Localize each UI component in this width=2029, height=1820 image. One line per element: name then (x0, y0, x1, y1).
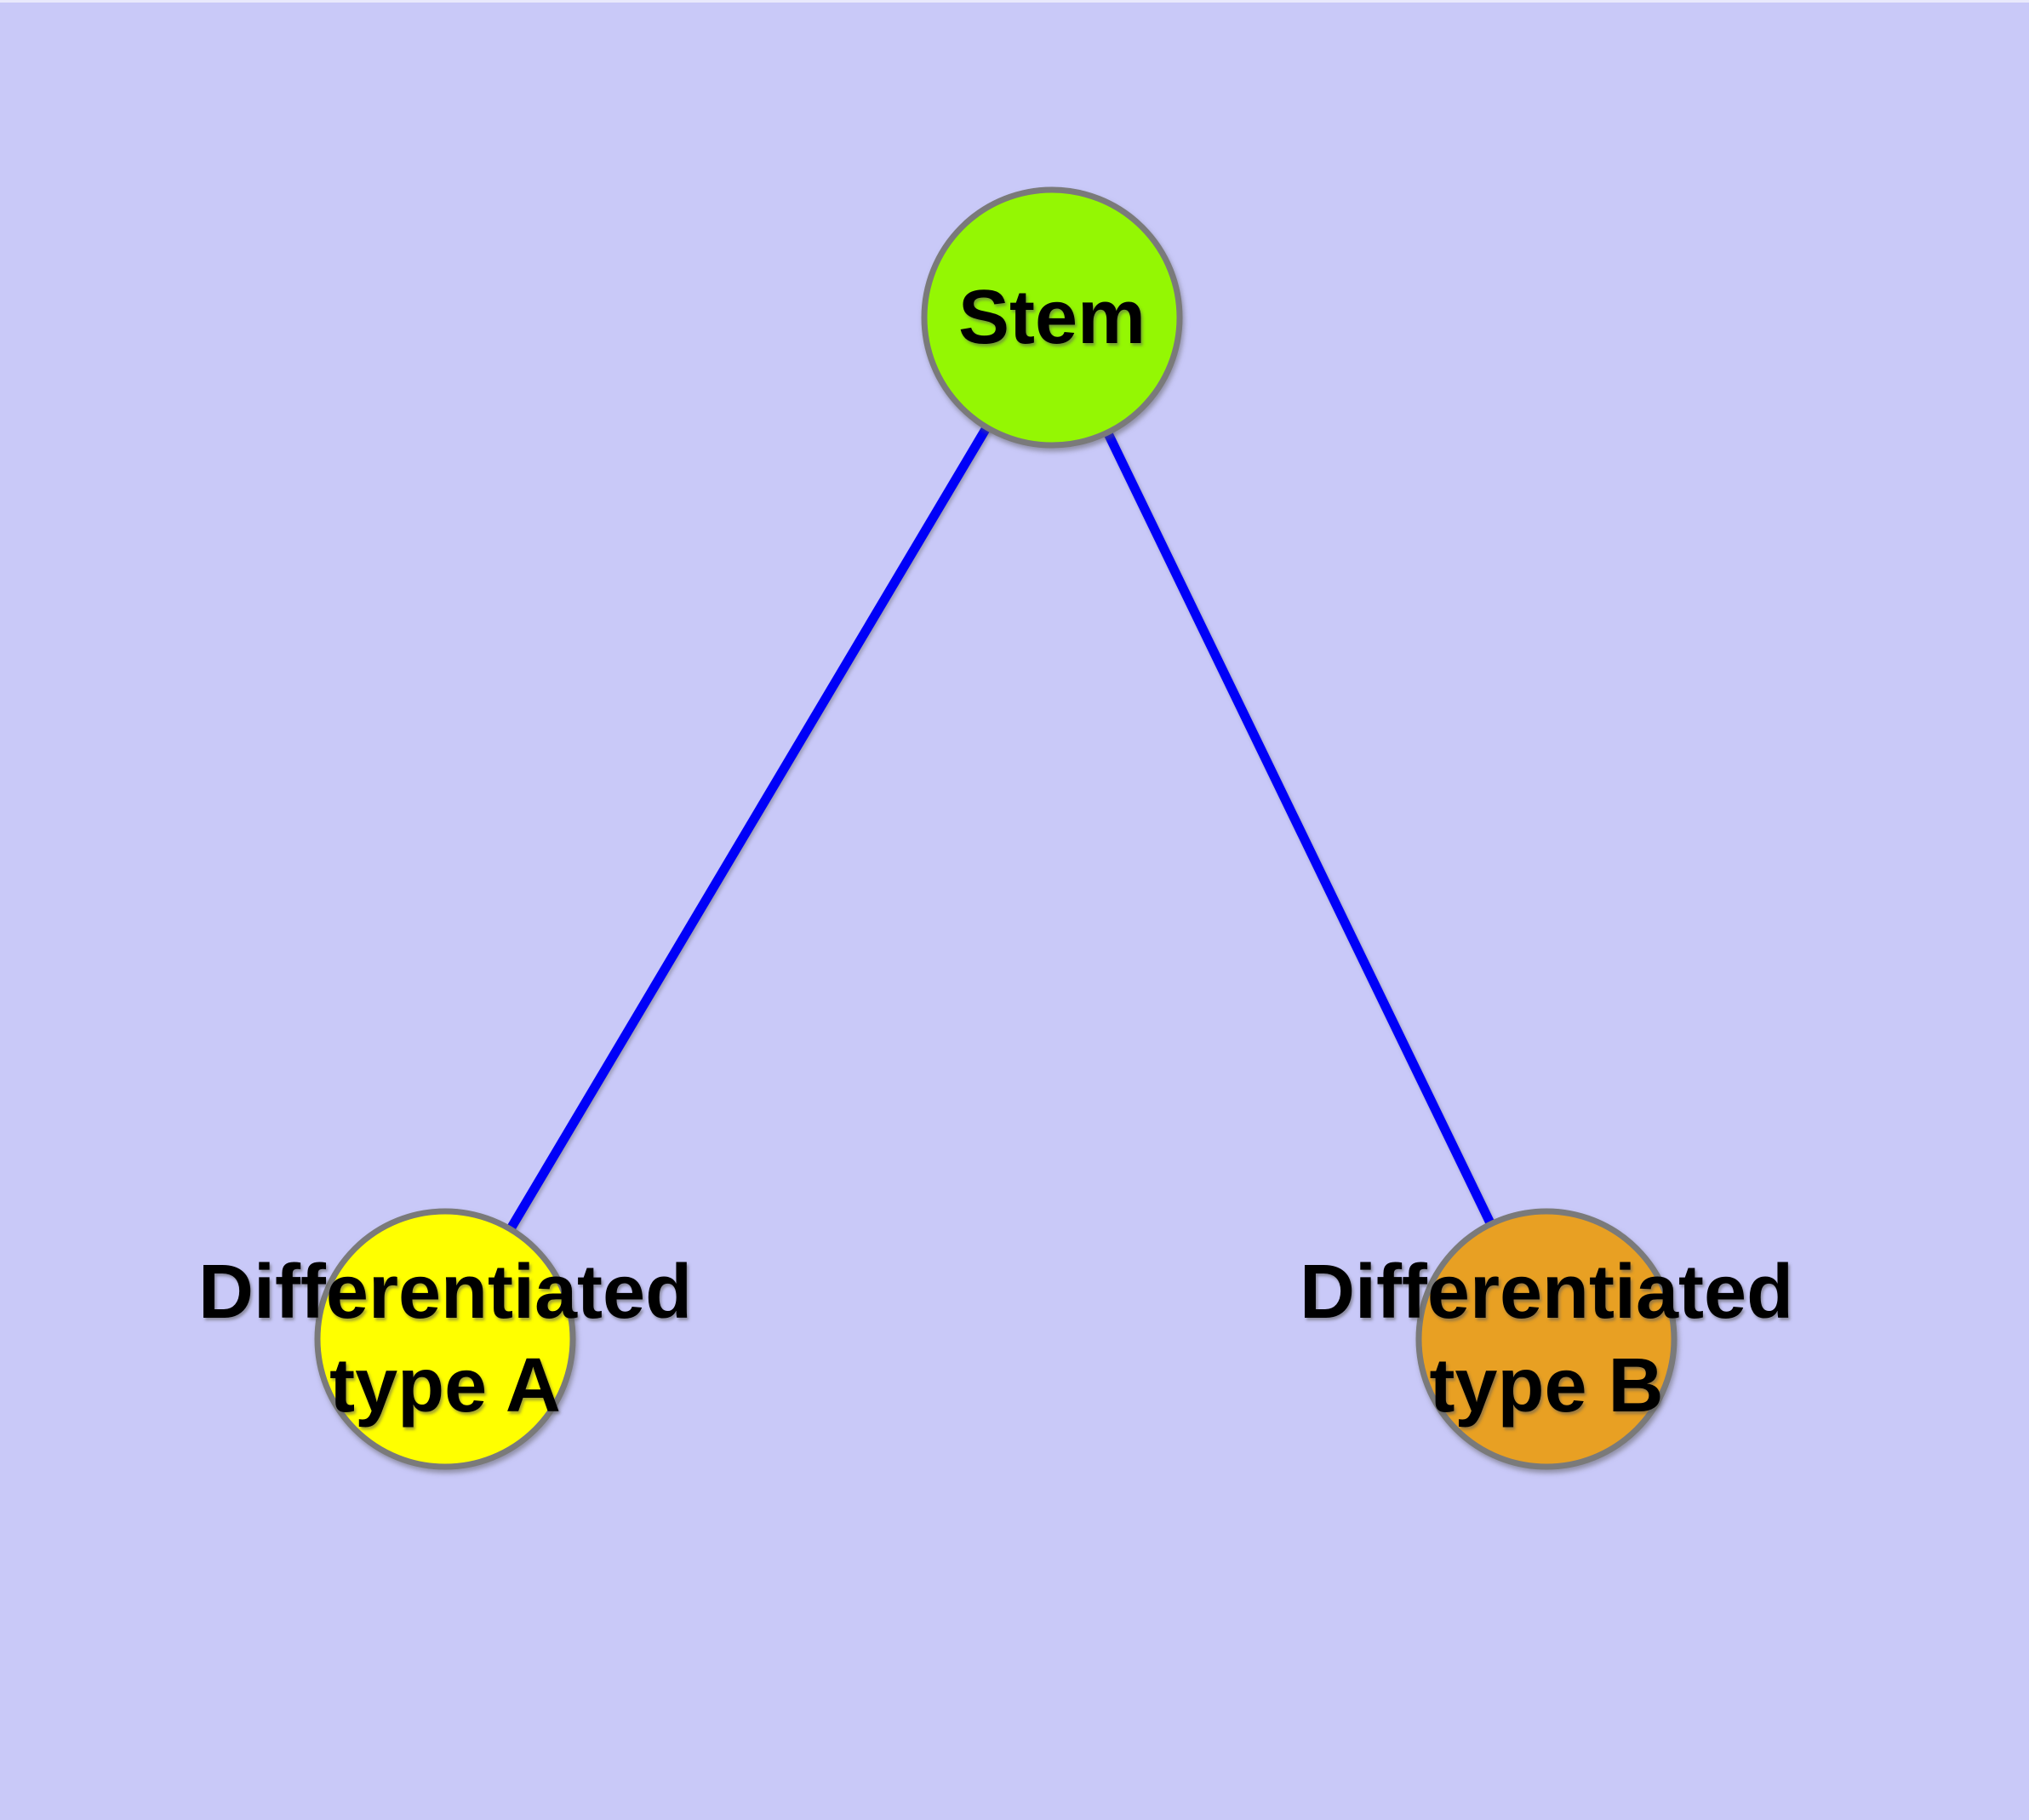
edge-stem-to-type-b (1048, 315, 1551, 1342)
edge-stem-to-type-a (441, 315, 1056, 1342)
node-differentiated-type-a (314, 1208, 576, 1470)
node-differentiated-type-b (1415, 1208, 1677, 1470)
graph-svg (314, 186, 1677, 1470)
node-stem (921, 186, 1183, 449)
